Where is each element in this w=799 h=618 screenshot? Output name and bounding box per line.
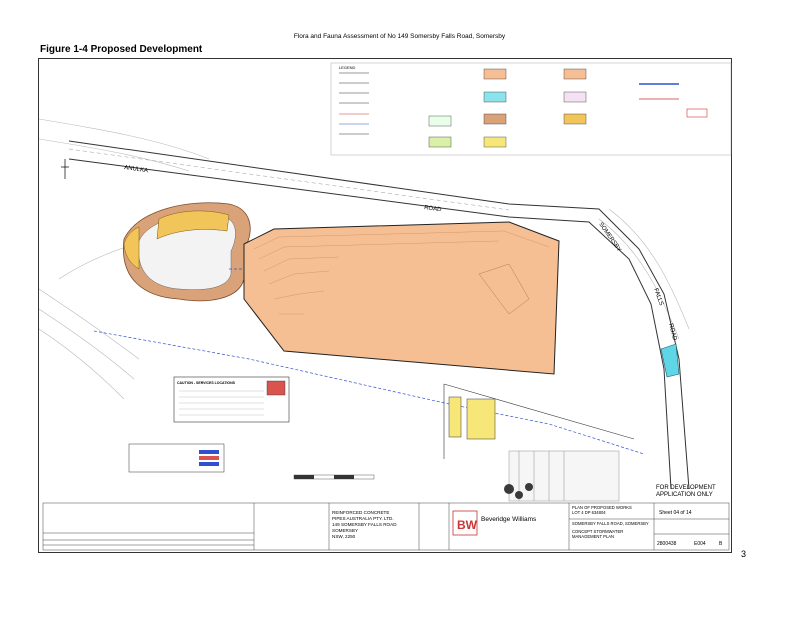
title-block bbox=[42, 502, 730, 551]
proposed-development-pad bbox=[243, 221, 560, 375]
pad-internal-feature bbox=[478, 263, 530, 315]
basin-yellow-zone-west bbox=[123, 226, 140, 270]
revision: B bbox=[719, 541, 723, 547]
scale-bar bbox=[293, 474, 375, 480]
plan-line-1: PLAN OF PROPOSED WORKS bbox=[572, 505, 632, 510]
figure-title: Figure 1-4 Proposed Development bbox=[40, 44, 203, 55]
legend-box bbox=[330, 62, 732, 156]
dev-application-line1: FOR DEVELOPMENT bbox=[656, 485, 716, 491]
plan-line-5: MANAGEMENT PLAN bbox=[572, 534, 614, 539]
yellow-strip-2 bbox=[466, 398, 496, 440]
north-arrow bbox=[61, 159, 69, 179]
site-plan-svg: LEGEND CAUTION - SERVICES LOCATIONS ANUL… bbox=[39, 62, 732, 551]
bw-logo: BW bbox=[452, 510, 478, 536]
client-line-5: NSW, 2250 bbox=[332, 534, 356, 539]
road-label-somersby: SOMERSBY bbox=[597, 222, 621, 253]
page-number: 3 bbox=[741, 549, 747, 559]
tree-cluster bbox=[504, 483, 533, 499]
caution-box bbox=[173, 376, 290, 423]
caution-title: CAUTION - SERVICES LOCATIONS bbox=[177, 381, 236, 385]
yellow-strip-1 bbox=[448, 396, 462, 438]
plan-line-2: LOT 4 DP 634804 bbox=[572, 510, 606, 515]
svg-text:BW: BW bbox=[457, 518, 478, 532]
contour-lines bbox=[39, 118, 690, 400]
cyan-outlet-feature bbox=[660, 343, 680, 378]
road-label-road-2: ROAD bbox=[667, 323, 677, 342]
page-header: Flora and Fauna Assessment of No 149 Som… bbox=[293, 33, 506, 40]
site-plan-drawing: LEGEND CAUTION - SERVICES LOCATIONS ANUL… bbox=[38, 58, 732, 553]
client-line-2: PIPES AUSTRALIA PTY. LTD. bbox=[332, 516, 394, 521]
firm-name: Beveridge Williams bbox=[481, 516, 537, 523]
client-line-1: REINFORCED CONCRETE bbox=[332, 510, 389, 515]
client-line-4: SOMERSBY bbox=[332, 528, 358, 533]
plan-line-4: CONCEPT STORMWATER bbox=[572, 529, 623, 534]
road-boundary-north bbox=[68, 140, 690, 490]
parking-area bbox=[508, 450, 620, 502]
road-label-road: ROAD bbox=[424, 205, 443, 213]
dev-application-line2: APPLICATION ONLY bbox=[656, 492, 713, 498]
plan-line-3: SOMERSBY FALLS ROAD, SOMERSBY bbox=[572, 521, 649, 526]
road-boundary-south bbox=[68, 158, 672, 490]
sheet-number: Sheet 04 of 14 bbox=[659, 510, 692, 516]
road-label-anulka: ANULKA bbox=[124, 165, 149, 174]
legend-title: LEGEND bbox=[339, 65, 356, 70]
utility-classification-box bbox=[128, 443, 225, 473]
client-line-3: 149 SOMERSBY FALLS ROAD bbox=[332, 522, 397, 527]
road-centreline bbox=[68, 148, 510, 211]
pad-contours bbox=[253, 230, 550, 315]
road-label-falls: FALLS bbox=[652, 288, 664, 307]
basin-yellow-zone-north bbox=[156, 210, 230, 240]
job-number: 2800438 bbox=[657, 541, 677, 547]
site-boundary bbox=[443, 383, 635, 459]
drawing-number: E004 bbox=[694, 541, 706, 547]
